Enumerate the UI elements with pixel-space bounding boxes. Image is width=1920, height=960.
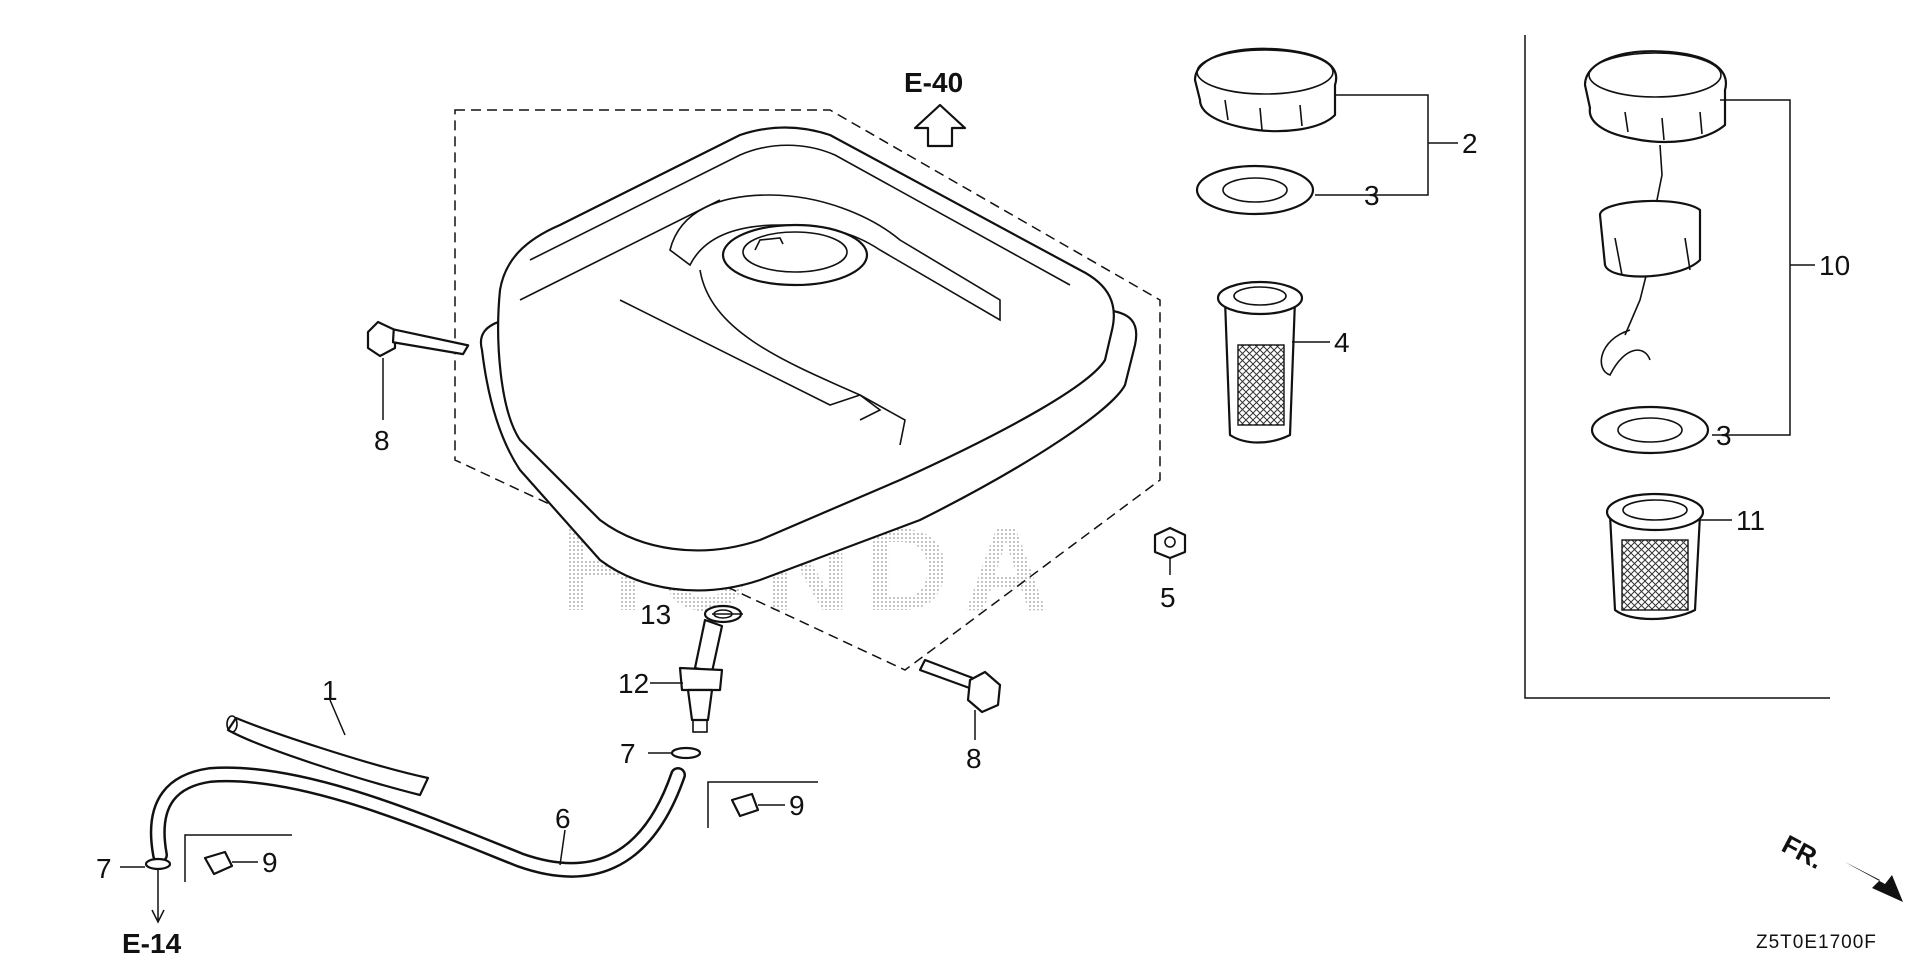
front-direction-arrow	[1845, 862, 1903, 902]
callout-9-upper: 9	[789, 790, 805, 821]
fuel-tube-6	[149, 766, 686, 878]
callout-10: 10	[1819, 250, 1850, 281]
callout-5: 5	[1160, 582, 1176, 613]
e40-ref: E-40	[904, 67, 963, 98]
hose-clamp-lower	[203, 850, 234, 876]
e40-arrow	[913, 103, 967, 148]
callout-7-upper: 7	[620, 738, 636, 769]
fuel-valve	[678, 618, 724, 733]
callout-9-lower: 9	[262, 847, 278, 878]
e14-arrow	[151, 870, 165, 924]
callout-4: 4	[1334, 327, 1350, 358]
callout-6: 6	[555, 803, 571, 834]
e14-ref: E-14	[122, 928, 182, 959]
fuel-strainer	[1216, 280, 1304, 444]
callout-3-upper: 3	[1364, 180, 1380, 211]
clamp-frame-upper	[707, 781, 818, 828]
assembly-frame	[1524, 35, 1830, 699]
callout-3-lower: 3	[1716, 420, 1732, 451]
front-direction-label: FR.	[1777, 829, 1828, 875]
cap-assembly	[1583, 50, 1727, 376]
callout-12: 12	[618, 668, 649, 699]
nut	[1153, 526, 1187, 560]
fuel-tube-1	[226, 715, 430, 797]
clamp-frame-lower	[184, 834, 292, 882]
hose-clip-upper	[670, 746, 702, 760]
bolt-left	[366, 320, 470, 358]
assembly-gasket	[1590, 405, 1710, 455]
diagram-code: Z5T0E1700F	[1756, 932, 1877, 953]
callout-8-left: 8	[374, 425, 390, 456]
callout-13: 13	[640, 599, 671, 630]
leader-lines	[120, 94, 1815, 868]
assembly-strainer	[1605, 492, 1705, 621]
callout-7-lower: 7	[96, 853, 112, 884]
hose-clamp-upper	[730, 792, 760, 818]
cap-gasket	[1195, 164, 1315, 216]
callout-8-right: 8	[966, 743, 982, 774]
callout-1: 1	[322, 675, 338, 706]
callout-2: 2	[1462, 128, 1478, 159]
hose-clip-lower	[144, 857, 172, 871]
bolt-right	[918, 658, 1002, 714]
fuel-tank	[454, 109, 1161, 671]
callout-11: 11	[1736, 505, 1765, 536]
fuel-cap	[1193, 47, 1338, 133]
